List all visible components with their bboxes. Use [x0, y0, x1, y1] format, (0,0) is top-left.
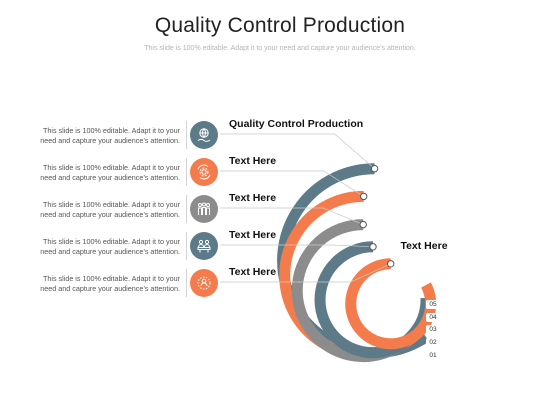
ring-number: 04	[426, 313, 440, 322]
globe-hand-icon	[190, 121, 218, 149]
people-group-icon	[190, 195, 218, 223]
ring-number: 03	[426, 325, 440, 334]
item-heading: Text Here	[229, 229, 277, 241]
item-description: This slide is 100% editable. Adapt it to…	[40, 274, 180, 293]
divider	[186, 195, 187, 223]
divider	[186, 232, 187, 260]
ring-arc	[345, 258, 437, 350]
item-description: This slide is 100% editable. Adapt it to…	[40, 163, 180, 182]
center-label: Text Here	[400, 240, 448, 252]
item-heading: Text Here	[229, 192, 277, 204]
item-heading: Text Here	[229, 155, 277, 167]
divider	[186, 269, 187, 297]
divider	[186, 121, 187, 149]
divider	[186, 158, 187, 186]
item-description: This slide is 100% editable. Adapt it to…	[40, 237, 180, 256]
network-person-icon	[190, 269, 218, 297]
item-description: This slide is 100% editable. Adapt it to…	[40, 200, 180, 219]
team-meeting-icon	[190, 232, 218, 260]
connector-dot	[360, 192, 368, 201]
connector-line	[220, 133, 375, 169]
item-heading: Text Here	[229, 266, 277, 278]
ring-number: 02	[426, 338, 440, 347]
ring-number: 05	[426, 300, 440, 309]
connector-line	[220, 263, 391, 283]
connector-line	[220, 244, 374, 248]
ring-number: 01	[426, 351, 440, 360]
page-title: Quality Control Production	[154, 14, 406, 37]
page-subtitle: This slide is 100% editable. Adapt it to…	[144, 45, 416, 52]
connector-dot	[387, 260, 395, 268]
connector-dot	[369, 243, 377, 251]
gear-cycle-icon	[190, 158, 218, 186]
connector-dot	[370, 165, 379, 173]
connector-line	[220, 207, 364, 225]
item-heading: Quality Control Production	[229, 118, 364, 130]
item-description: This slide is 100% editable. Adapt it to…	[40, 126, 180, 145]
connector-line	[220, 170, 364, 197]
connector-dot	[359, 220, 367, 229]
